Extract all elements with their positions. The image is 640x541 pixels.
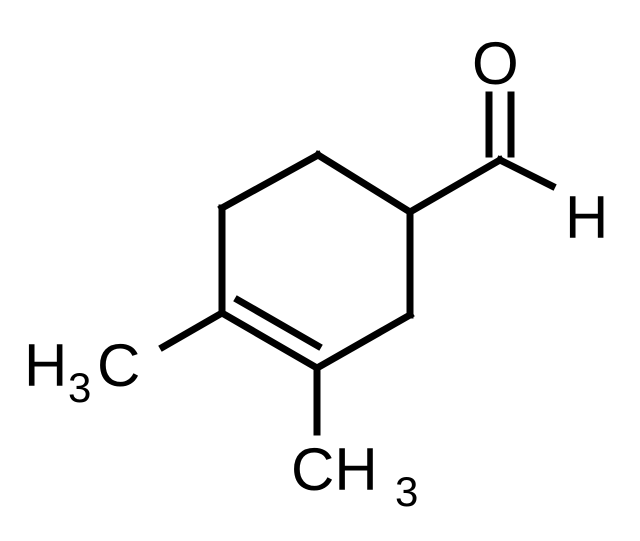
ring-bond-c1-c2	[313, 150, 415, 217]
left-methyl-subscript: 3	[68, 364, 91, 411]
ring-double-bond-inner	[233, 295, 323, 351]
ring-bond-c2-c3	[217, 150, 323, 213]
aldehyde-hydrogen-label: H	[565, 184, 608, 251]
left-methyl-c-label: C	[97, 332, 140, 399]
bottom-methyl-ch-label: CH	[291, 436, 378, 503]
ring-bond-c5-c6	[312, 310, 415, 373]
left-methyl-h-label: H	[24, 332, 67, 399]
oxygen-label: O	[472, 30, 519, 97]
ring-bond-c4-c5	[217, 308, 322, 373]
bottom-methyl-subscript: 3	[395, 468, 418, 515]
bond-c4-to-left-methyl	[158, 308, 227, 352]
bond-ring-to-carbonyl	[405, 155, 505, 217]
bond-carbonyl-to-h	[495, 155, 557, 191]
